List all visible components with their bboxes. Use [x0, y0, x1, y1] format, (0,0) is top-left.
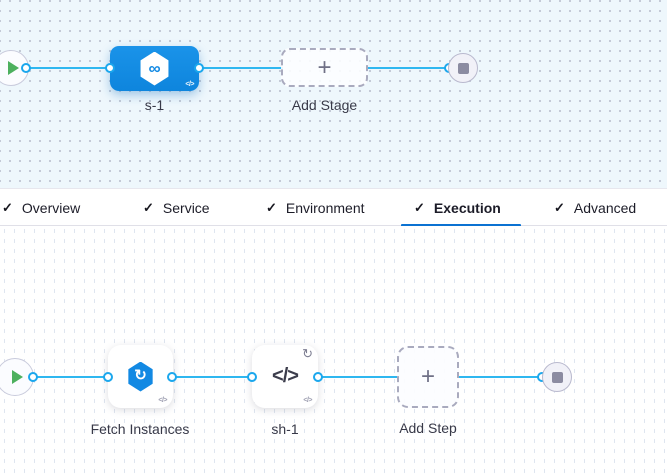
- add-step-label: Add Step: [399, 420, 457, 436]
- stage-graph-canvas[interactable]: ∞ </> s-1 + Add Stage: [0, 0, 667, 188]
- connector-point[interactable]: [103, 372, 113, 382]
- add-stage-label: Add Stage: [291, 97, 358, 113]
- connector-line: [30, 375, 110, 378]
- execution-end-node[interactable]: [542, 362, 572, 392]
- fetch-instances-icon: ↻: [128, 361, 153, 392]
- check-icon: ✓: [2, 200, 13, 215]
- shell-script-icon: </>: [272, 365, 299, 387]
- connector-line: [197, 66, 283, 69]
- connector-line: [366, 66, 450, 69]
- tab-overview[interactable]: ✓ Overview: [2, 189, 80, 227]
- rotate-arrow-glyph: ↻: [134, 367, 147, 384]
- tab-label: Environment: [285, 200, 365, 216]
- step-node-sh1[interactable]: ↻ </> </>: [252, 345, 318, 408]
- connector-point[interactable]: [167, 372, 177, 382]
- tab-execution[interactable]: ✓ Execution: [401, 189, 521, 227]
- step-label: sh-1: [271, 421, 299, 437]
- code-badge-icon[interactable]: </>: [185, 81, 194, 88]
- check-icon: ✓: [554, 200, 565, 215]
- check-icon: ✓: [143, 200, 154, 215]
- tab-label: Overview: [21, 200, 81, 216]
- looping-strategy-icon[interactable]: ↻: [302, 346, 313, 361]
- check-icon: ✓: [266, 200, 277, 215]
- step-node-fetch-instances[interactable]: ↻ </>: [108, 345, 173, 408]
- stage-tabs: ✓ Overview ✓ Service ✓ Environment ✓ Exe…: [0, 188, 667, 227]
- stop-icon: [457, 62, 469, 74]
- connector-line: [171, 375, 254, 378]
- stage-label: s-1: [144, 97, 165, 113]
- plus-icon: +: [317, 53, 332, 81]
- play-icon: [7, 61, 19, 75]
- tab-service[interactable]: ✓ Service: [143, 189, 210, 227]
- play-icon: [11, 370, 23, 384]
- pipeline-end-node[interactable]: [448, 53, 478, 83]
- connector-point[interactable]: [28, 372, 38, 382]
- connector-point[interactable]: [105, 63, 115, 73]
- tab-environment[interactable]: ✓ Environment: [266, 189, 365, 227]
- stop-icon: [551, 371, 563, 383]
- execution-graph-canvas[interactable]: ↻ </> Fetch Instances ↻ </> </> sh-1 + A…: [0, 226, 667, 475]
- connector-point[interactable]: [247, 372, 257, 382]
- connector-line: [317, 375, 399, 378]
- tab-advanced[interactable]: ✓ Advanced: [554, 189, 636, 227]
- connector-point[interactable]: [194, 63, 204, 73]
- step-label: Fetch Instances: [90, 421, 190, 437]
- code-badge-icon[interactable]: </>: [303, 397, 312, 404]
- tab-label: Execution: [433, 200, 501, 216]
- plus-icon: +: [420, 363, 435, 390]
- add-stage-button[interactable]: +: [281, 48, 368, 87]
- connector-line: [24, 66, 112, 69]
- check-icon: ✓: [414, 200, 425, 215]
- add-step-button[interactable]: +: [397, 346, 459, 408]
- connector-point[interactable]: [21, 63, 31, 73]
- stage-node-s1[interactable]: ∞ </>: [110, 46, 199, 91]
- infinity-glyph: ∞: [148, 59, 161, 78]
- tab-label: Advanced: [573, 200, 637, 216]
- connector-point[interactable]: [313, 372, 323, 382]
- code-badge-icon[interactable]: </>: [158, 397, 167, 404]
- deployment-stage-icon: ∞: [140, 51, 169, 86]
- tab-label: Service: [162, 200, 210, 216]
- connector-line: [458, 375, 545, 378]
